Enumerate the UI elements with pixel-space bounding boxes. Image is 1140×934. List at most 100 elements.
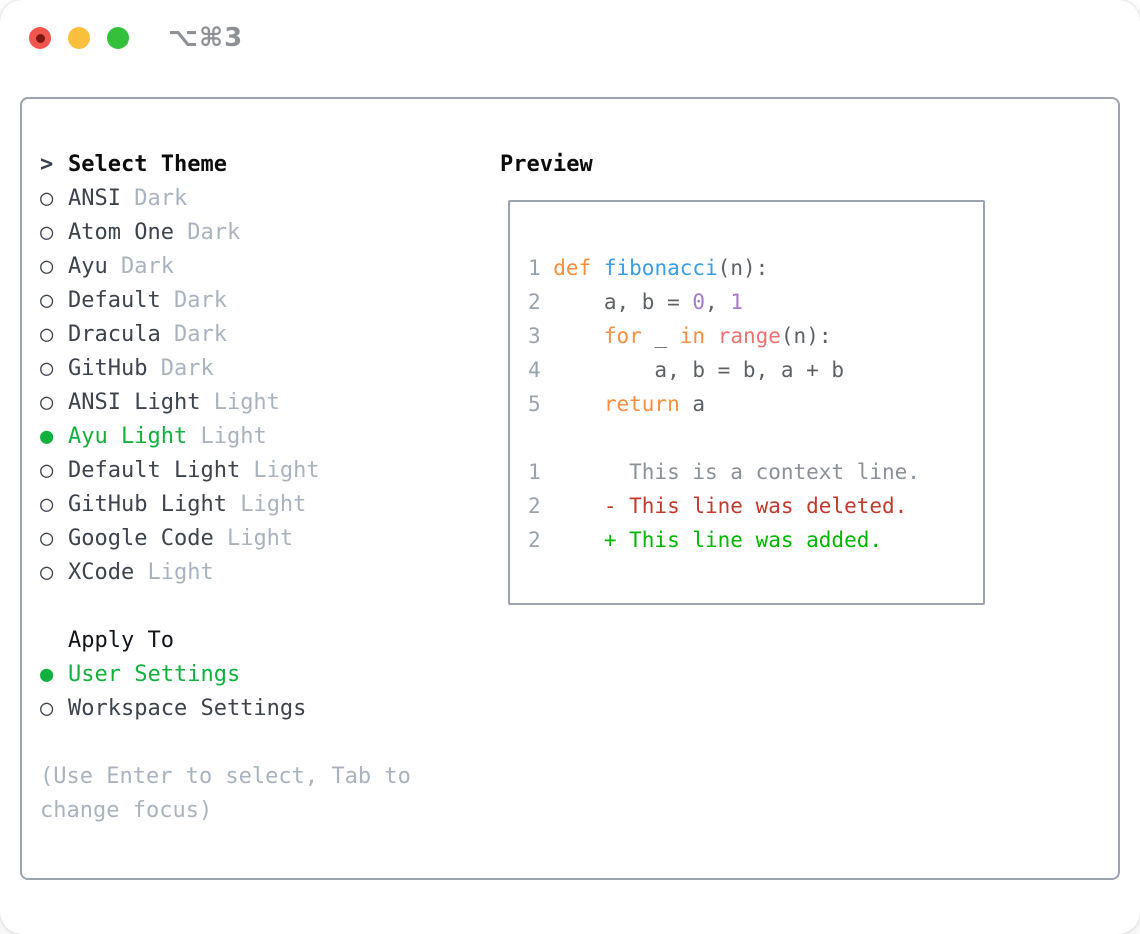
theme-option-dracula-dark[interactable]: ○ Dracula Dark [40,318,500,352]
theme-name: Default Light [68,458,241,483]
theme-settings-dialog: > Select Theme ○ANSI Dark○Atom One Dark○… [20,97,1120,880]
radio-unselected-icon: ○ [40,696,54,721]
code-line: 1 This is a context line. [528,455,983,489]
code-line: 1 def fibonacci(n): [528,251,983,285]
theme-option-ansi-dark[interactable]: ○ ANSI Dark [40,182,500,216]
spacer [40,726,500,760]
code-token: return [603,392,680,416]
apply-to-header-row: Apply To [40,624,500,658]
radio-selected-icon: ● [40,424,54,449]
code-token: 1 [730,290,743,314]
theme-option-ansi-light-light[interactable]: ○ ANSI Light Light [40,386,500,420]
code-token: a, b = [553,290,693,314]
window-title-shortcut: ⌥⌘3 [168,23,244,53]
theme-name: Atom One [68,220,174,245]
code-token: - This line was deleted. [553,494,908,518]
select-theme-header-row: > Select Theme [40,148,500,182]
code-token: (n): [717,256,769,280]
code-token [553,387,604,421]
radio-unselected-icon: ○ [40,492,54,517]
theme-option-default-dark[interactable]: ○ Default Dark [40,284,500,318]
radio-unselected-icon: ○ [40,220,54,245]
theme-name: Google Code [68,526,214,551]
theme-variant-tag: Light [200,390,280,415]
theme-option-default-light-light[interactable]: ○Default Light Light [40,454,500,488]
theme-option-ayu-dark[interactable]: ○Ayu Dark [40,250,500,284]
theme-name: GitHub [68,356,148,381]
radio-unselected-icon: ○ [40,458,54,483]
radio-unselected-icon: ○ [40,526,54,551]
theme-variant-tag: Dark [107,254,174,279]
radio-unselected-icon: ○ [40,356,54,381]
theme-name: XCode [68,560,135,585]
code-token [705,319,718,353]
apply-to-title: Apply To [68,628,174,653]
line-number: 2 [528,290,541,314]
line-number: 2 [528,494,541,518]
code-line: 2 + This line was added. [528,523,983,557]
radio-unselected-icon: ○ [40,254,54,279]
theme-name: GitHub Light [68,492,227,517]
theme-option-github-light-light[interactable]: ○ GitHub Light Light [40,488,500,522]
apply-option-label: Workspace Settings [68,696,307,721]
line-number: 1 [528,256,541,280]
maximize-button[interactable] [107,27,129,49]
code-line: 2 - This line was deleted. [528,489,983,523]
theme-option-google-code-light[interactable]: ○ Google Code Light [40,522,500,556]
radio-unselected-icon: ○ [40,322,54,347]
apply-option-label: User Settings [68,662,241,687]
line-number: 3 [528,324,541,348]
theme-variant-tag: Light [134,560,214,585]
theme-variant-tag: Dark [160,288,227,313]
code-line: 5 return a [528,387,983,421]
code-token: def [553,256,592,280]
theme-option-github-dark[interactable]: ○ GitHub Dark [40,352,500,386]
theme-variant-tag: Light [226,492,307,517]
code-line: 3 for _ in range(n): [528,319,983,353]
theme-variant-tag: Dark [160,322,227,347]
code-token: a, b = b, a + b [553,358,845,382]
theme-name: Dracula [68,322,161,347]
apply-option-workspace-settings[interactable]: ○ Workspace Settings [40,692,500,726]
theme-picker-column: > Select Theme ○ANSI Dark○Atom One Dark○… [40,148,500,878]
close-button[interactable] [29,27,51,49]
minimize-button[interactable] [68,27,90,49]
code-token: for [603,324,642,348]
theme-name: ANSI [68,186,121,211]
apply-to-list: ● User Settings ○ Workspace Settings [40,658,500,726]
theme-variant-tag: Light [187,424,267,449]
code-token: a [679,392,706,416]
code-token: This is a context line. [553,460,920,484]
radio-selected-icon: ● [40,662,54,687]
theme-list: ○ANSI Dark○Atom One Dark○Ayu Dark○Defaul… [40,182,500,590]
close-dot-icon [35,33,45,43]
theme-option-xcode-light[interactable]: ○ XCode Light [40,556,500,590]
theme-name: Ayu Light [68,424,188,449]
radio-unselected-icon: ○ [40,560,54,585]
theme-option-ayu-light-light[interactable]: ● Ayu Light Light [40,420,500,454]
apply-option-user-settings[interactable]: ● User Settings [40,658,500,692]
code-token: (n): [780,324,832,348]
code-token: in [679,324,706,348]
radio-unselected-icon: ○ [40,288,54,313]
theme-name: ANSI Light [68,390,201,415]
code-token: range [717,324,781,348]
code-token: fibonacci [603,256,718,280]
theme-variant-tag: Light [213,526,294,551]
preview-title: Preview [500,152,593,177]
radio-unselected-icon: ○ [40,186,54,211]
spacer [40,590,500,624]
line-number: 5 [528,392,541,416]
radio-unselected-icon: ○ [40,390,54,415]
code-token [553,319,604,353]
theme-variant-tag: Dark [147,356,214,381]
line-number: 1 [528,460,541,484]
theme-name: Default [68,288,161,313]
cursor-icon: > [40,152,54,177]
theme-variant-tag: Dark [120,186,188,211]
theme-option-atom-one-dark[interactable]: ○Atom One Dark [40,216,500,250]
